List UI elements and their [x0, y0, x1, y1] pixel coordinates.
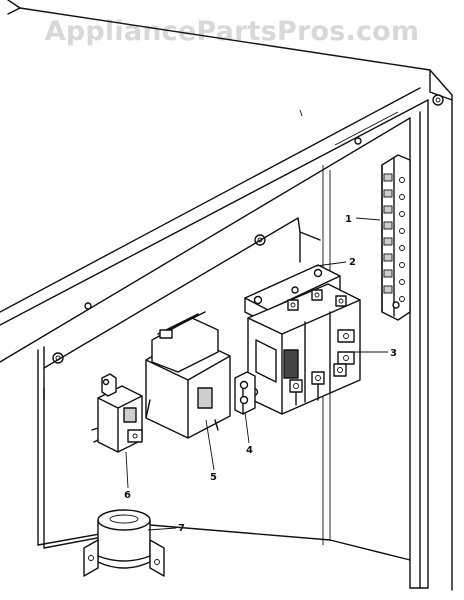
callout-7: 7	[178, 523, 185, 534]
terminal-strip	[381, 154, 411, 321]
callout-1: 1	[345, 214, 352, 225]
leader-lines	[125, 217, 388, 531]
terminal-clip	[234, 371, 256, 415]
switch-relay	[91, 373, 143, 453]
callout-2: 2	[349, 257, 356, 268]
callout-5: 5	[210, 472, 217, 483]
transformer	[145, 311, 231, 439]
callout-4: 4	[246, 445, 253, 456]
capacitor	[83, 509, 165, 577]
contactor	[247, 283, 361, 415]
mounting-panel	[43, 217, 321, 401]
callout-3: 3	[390, 348, 397, 359]
callout-6: 6	[124, 490, 131, 501]
